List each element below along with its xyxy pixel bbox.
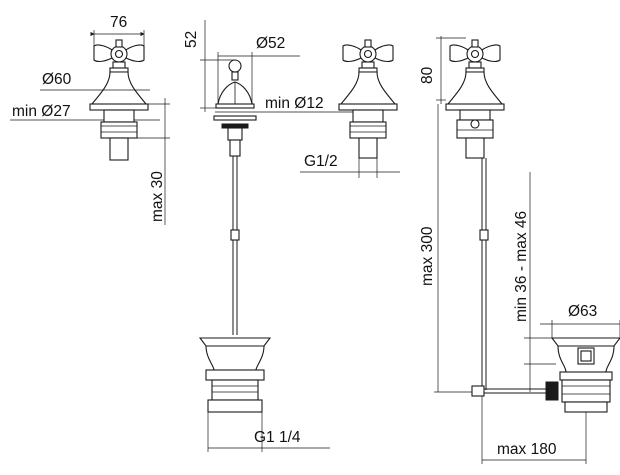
- label-rod-diameter: min Ø12: [265, 95, 324, 112]
- right-tap-valve: [338, 39, 398, 159]
- lift-valve: [445, 39, 620, 413]
- dim-min-shank: min Ø27: [10, 103, 160, 121]
- label-connection: G1/2: [304, 153, 338, 170]
- label-handle-width: 76: [110, 14, 127, 31]
- dim-drain-range: min 36 - max 46: [513, 172, 556, 392]
- label-body-diameter: Ø60: [42, 71, 72, 88]
- dim-max-length: max 300: [419, 104, 472, 393]
- label-waste-thread: G1 1/4: [254, 429, 301, 446]
- dim-body-diameter: Ø60: [40, 71, 150, 91]
- dim-cap-diameter: Ø52: [217, 35, 300, 104]
- dim-max-reach: max 180: [481, 396, 587, 464]
- label-max-reach: max 180: [497, 441, 557, 458]
- label-drain-diameter: Ø63: [568, 303, 597, 320]
- popup-lift-rod: [198, 59, 272, 413]
- label-drain-range: min 36 - max 46: [513, 211, 530, 322]
- dim-lift-height: 80: [419, 36, 466, 104]
- label-min-shank: min Ø27: [12, 103, 71, 120]
- label-max-thread: max 30: [149, 171, 166, 222]
- dim-max-thread: max 30: [137, 98, 170, 225]
- label-cap-height: 52: [183, 31, 200, 48]
- label-lift-height: 80: [419, 66, 436, 84]
- dim-drain-diameter: Ø63: [540, 303, 620, 338]
- dim-handle-width: 76: [90, 14, 145, 46]
- left-tap-valve: [89, 39, 149, 161]
- label-max-length: max 300: [419, 226, 436, 286]
- dim-rod-diameter: min Ø12: [215, 95, 360, 113]
- dim-waste-thread: G1 1/4: [207, 412, 330, 452]
- dim-connection: G1/2: [300, 153, 400, 178]
- label-cap-diameter: Ø52: [256, 35, 285, 52]
